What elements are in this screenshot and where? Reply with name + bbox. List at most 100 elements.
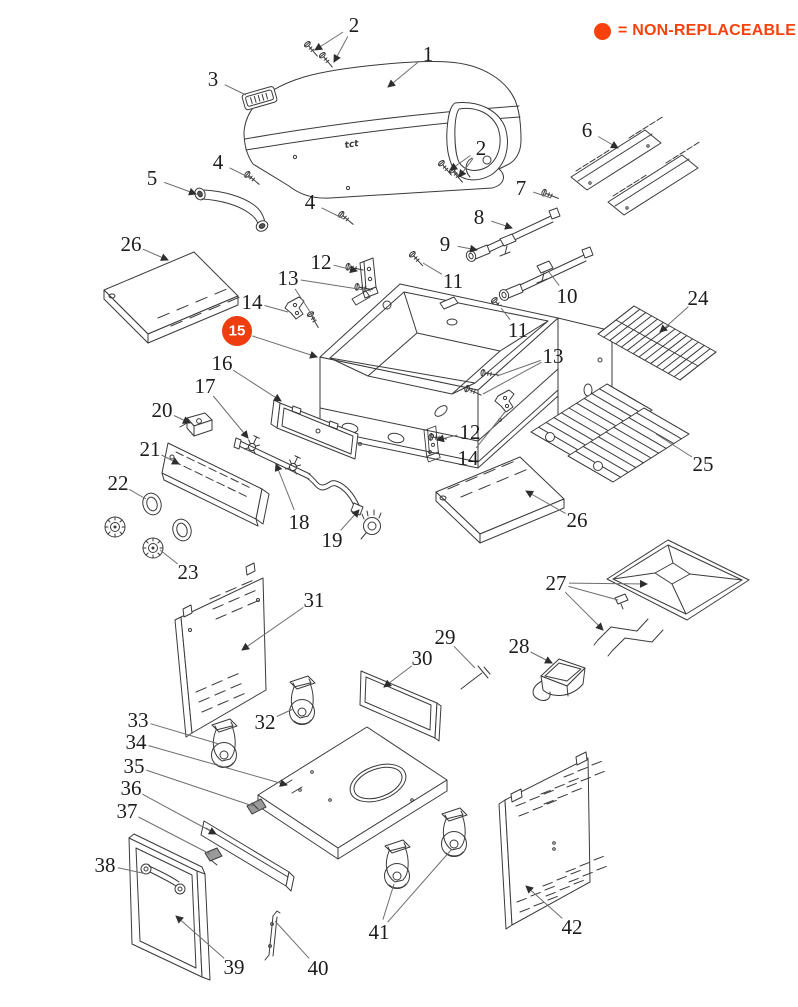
part-22-knob-bezels	[139, 490, 195, 544]
part-25-cooking-grates	[530, 383, 690, 483]
callout-5[interactable]: 5	[147, 166, 158, 190]
callout-18[interactable]: 18	[289, 510, 310, 534]
svg-text:29: 29	[435, 625, 456, 649]
callout-7[interactable]: 7	[516, 176, 527, 200]
callout-27[interactable]: 27	[546, 571, 567, 595]
callout-41[interactable]: 41	[369, 920, 390, 944]
callout-39[interactable]: 39	[224, 955, 245, 979]
svg-text:14: 14	[458, 446, 480, 470]
part-28-grease-cup	[532, 658, 586, 701]
callout-30[interactable]: 30	[412, 646, 433, 670]
callout-22[interactable]: 22	[108, 471, 129, 495]
callout-17[interactable]: 17	[195, 374, 216, 398]
leader-line-4	[229, 167, 251, 179]
callout-1[interactable]: 1	[423, 42, 434, 66]
callout-20[interactable]: 20	[152, 398, 173, 422]
callout-14[interactable]: 14	[242, 290, 264, 314]
non-replaceable-dot-icon	[594, 22, 611, 40]
leader-line-13	[482, 361, 542, 395]
callout-4[interactable]: 4	[305, 190, 316, 214]
callout-12[interactable]: 12	[460, 420, 481, 444]
part-26-side-shelf-left	[103, 251, 240, 344]
part-21-control-panel	[161, 442, 270, 527]
callout-33[interactable]: 33	[128, 708, 149, 732]
callout-40[interactable]: 40	[308, 956, 329, 980]
leader-line-2	[333, 36, 349, 63]
lid-logo: tct	[344, 139, 360, 151]
svg-text:24: 24	[688, 286, 710, 310]
leader-line-13	[294, 288, 317, 322]
leader-line-23	[159, 549, 179, 565]
callout-19[interactable]: 19	[322, 528, 343, 552]
callout-10[interactable]: 10	[557, 284, 578, 308]
svg-text:5: 5	[147, 166, 158, 190]
part-24-warming-rack	[597, 305, 717, 381]
svg-text:15: 15	[229, 323, 246, 340]
callout-8[interactable]: 8	[474, 205, 485, 229]
callout-15-highlighted[interactable]: 15	[222, 316, 252, 346]
svg-text:30: 30	[412, 646, 433, 670]
callout-11[interactable]: 11	[443, 269, 463, 293]
leader-line-39	[175, 915, 225, 959]
leader-line-26	[525, 490, 566, 515]
svg-text:41: 41	[369, 920, 390, 944]
part-16-front-panel	[270, 399, 359, 460]
callout-42[interactable]: 42	[562, 915, 583, 939]
callout-11[interactable]: 11	[508, 318, 528, 342]
leader-line-5	[164, 181, 197, 196]
callout-9[interactable]: 9	[440, 232, 451, 256]
callout-13[interactable]: 13	[278, 266, 299, 290]
callout-2[interactable]: 2	[476, 136, 487, 160]
part-17-18-manifold-valves	[233, 433, 360, 509]
svg-text:26: 26	[121, 232, 142, 256]
callout-21[interactable]: 21	[140, 437, 161, 461]
callout-37[interactable]: 37	[117, 799, 138, 823]
callout-31[interactable]: 31	[304, 588, 325, 612]
leader-line-16	[232, 369, 282, 402]
callout-3[interactable]: 3	[208, 67, 219, 91]
svg-text:23: 23	[178, 560, 199, 584]
callout-25[interactable]: 25	[693, 452, 714, 476]
callout-26[interactable]: 26	[121, 232, 142, 256]
callout-6[interactable]: 6	[582, 118, 593, 142]
svg-text:17: 17	[195, 374, 216, 398]
svg-text:31: 31	[304, 588, 325, 612]
callout-14[interactable]: 14	[458, 446, 480, 470]
leader-line-7	[533, 191, 552, 199]
callout-16[interactable]: 16	[212, 351, 233, 375]
leader-line-4	[321, 207, 345, 220]
leader-line-6	[597, 136, 619, 149]
leader-line-31	[241, 606, 304, 651]
leader-line-8	[491, 220, 513, 230]
svg-text:14: 14	[242, 290, 264, 314]
svg-text:12: 12	[460, 420, 481, 444]
svg-text:42: 42	[562, 915, 583, 939]
part-23-knobs	[104, 516, 164, 559]
part-27-grease-tray	[593, 539, 750, 657]
svg-text:36: 36	[121, 776, 142, 800]
callout-24[interactable]: 24	[688, 286, 710, 310]
callout-12[interactable]: 12	[311, 250, 332, 274]
callout-28[interactable]: 28	[509, 634, 530, 658]
callout-4[interactable]: 4	[213, 150, 224, 174]
callout-36[interactable]: 36	[121, 776, 142, 800]
callout-38[interactable]: 38	[95, 853, 116, 877]
leader-line-40	[274, 920, 310, 959]
leader-line-27	[568, 579, 648, 588]
callout-34[interactable]: 34	[126, 730, 148, 754]
callout-29[interactable]: 29	[435, 625, 456, 649]
svg-text:40: 40	[308, 956, 329, 980]
leader-line-19	[340, 509, 360, 531]
part-32-caster	[289, 675, 316, 725]
callout-35[interactable]: 35	[124, 754, 145, 778]
callout-13[interactable]: 13	[543, 344, 564, 368]
callout-2[interactable]: 2	[349, 13, 360, 37]
svg-text:7: 7	[516, 176, 527, 200]
callout-26[interactable]: 26	[567, 508, 588, 532]
highlight-badge[interactable]	[222, 316, 252, 346]
callout-23[interactable]: 23	[178, 560, 199, 584]
callout-32[interactable]: 32	[255, 710, 276, 734]
